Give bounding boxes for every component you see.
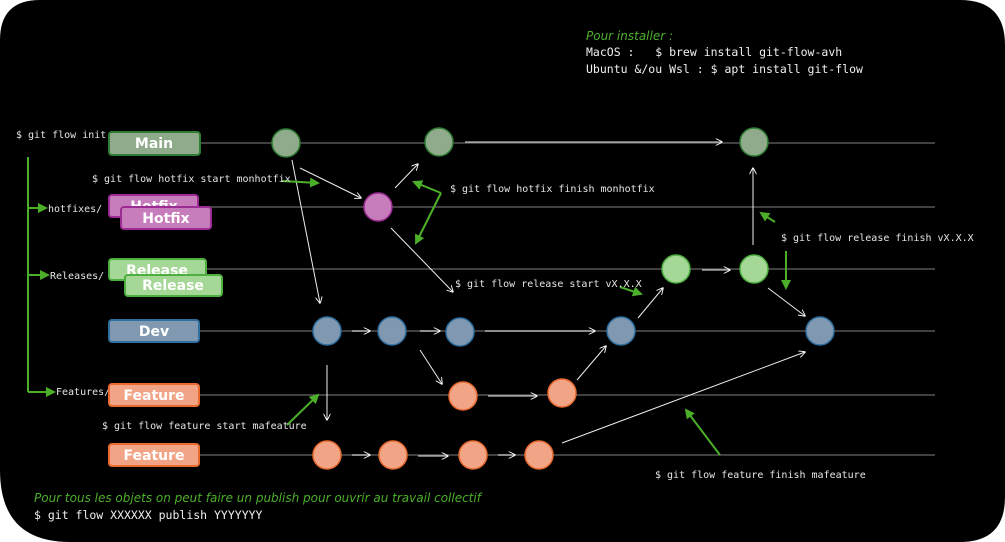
- branch-hotfix: Hotfix Hotfix: [108, 194, 212, 230]
- commit-dev: [445, 317, 475, 347]
- commit-main: [271, 128, 301, 158]
- init-command: $ git flow init: [16, 130, 106, 141]
- install-ubuntu: Ubuntu &/ou Wsl : $ apt install git-flow: [586, 62, 863, 76]
- publish-command: $ git flow XXXXXX publish YYYYYYY: [34, 508, 263, 522]
- branch-feature-label: Feature: [124, 448, 185, 464]
- commits: [271, 127, 835, 470]
- hotfix-start-command: $ git flow hotfix start monhotfix: [92, 174, 291, 185]
- commit-feature: [547, 378, 577, 408]
- prefix-releases: Releases/: [50, 271, 104, 282]
- commit-dev: [312, 316, 342, 346]
- branch-main: Main: [108, 131, 201, 156]
- branch-feature-1: Feature: [108, 383, 200, 407]
- commit-feature: [448, 381, 478, 411]
- branch-feature-2: Feature: [108, 443, 200, 467]
- commit-feature: [378, 440, 408, 470]
- commit-dev: [377, 316, 407, 346]
- branch-release-label: Release: [142, 278, 204, 294]
- branch-dev-label: Dev: [139, 324, 169, 340]
- commit-feature: [524, 440, 554, 470]
- branch-feature-label: Feature: [124, 388, 185, 404]
- install-macos: MacOS : $ brew install git-flow-avh: [586, 45, 842, 59]
- commit-release: [661, 254, 691, 284]
- branch-hotfix-label: Hotfix: [142, 211, 189, 227]
- commit-dev: [606, 316, 636, 346]
- commit-dev: [805, 316, 835, 346]
- commit-feature: [312, 440, 342, 470]
- commit-main: [424, 127, 454, 157]
- hotfix-finish-command: $ git flow hotfix finish monhotfix: [450, 184, 655, 195]
- commit-main: [739, 127, 769, 157]
- release-finish-command: $ git flow release finish vX.X.X: [781, 233, 974, 244]
- prefix-hotfixes: hotfixes/: [48, 204, 102, 215]
- feature-finish-command: $ git flow feature finish mafeature: [655, 470, 866, 481]
- flow-arrows: [291, 142, 805, 456]
- branch-main-label: Main: [135, 136, 173, 152]
- feature-start-command: $ git flow feature start mafeature: [102, 421, 307, 432]
- annotation-arrows: [281, 177, 791, 456]
- commit-release: [739, 254, 769, 284]
- install-title: Pour installer :: [586, 29, 673, 43]
- commit-feature: [458, 440, 488, 470]
- publish-note: Pour tous les objets on peut faire un pu…: [34, 491, 483, 505]
- branch-dev: Dev: [108, 319, 200, 343]
- branch-release: Release Release: [108, 258, 223, 297]
- prefix-features: Features/: [56, 387, 110, 398]
- commit-hotfix: [363, 192, 393, 222]
- release-start-command: $ git flow release start vX.X.X: [455, 279, 642, 290]
